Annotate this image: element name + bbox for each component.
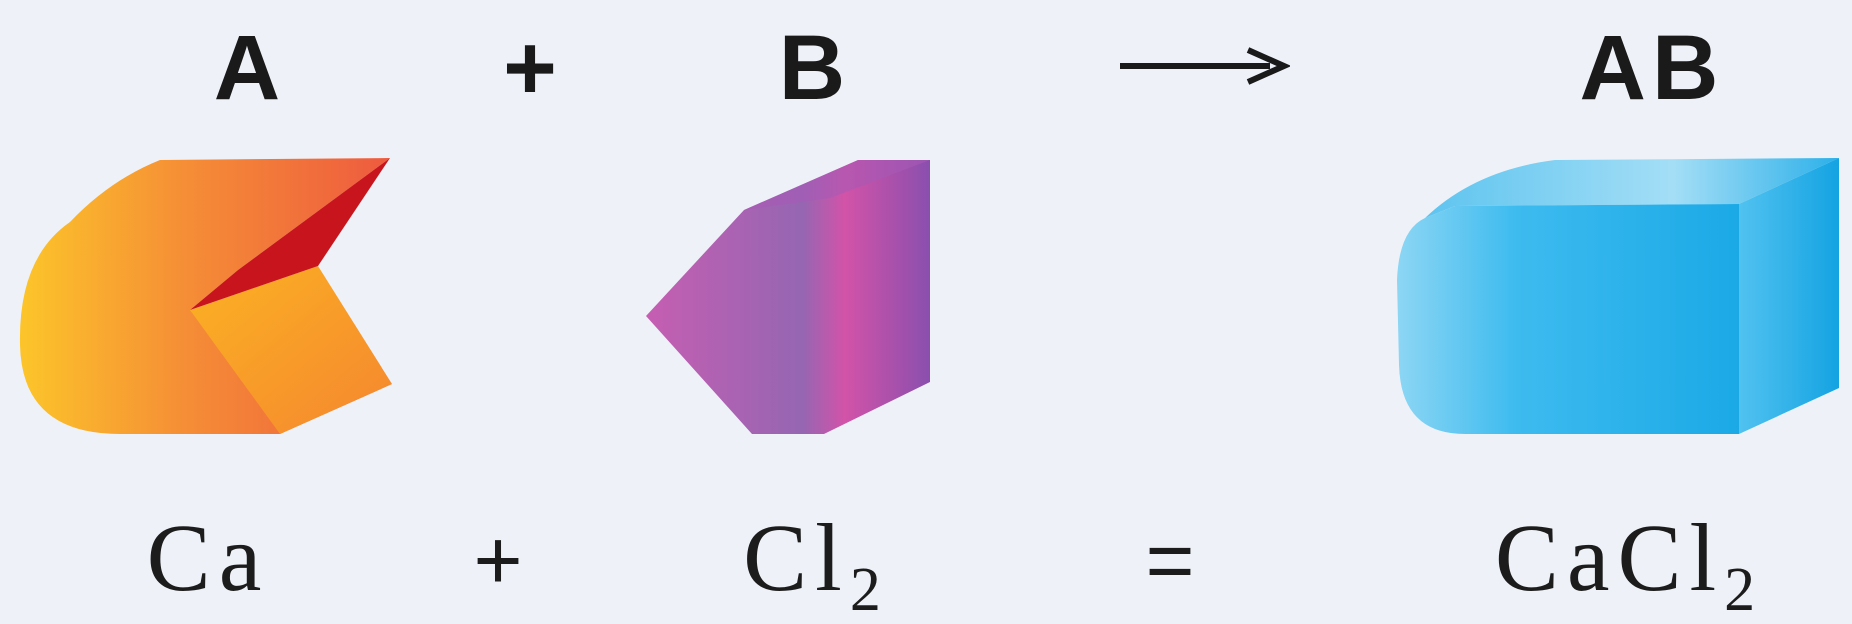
- product-calcium-chloride: CaCl2: [1494, 504, 1756, 624]
- label-ab: AB: [1579, 17, 1725, 119]
- equals-sign: =: [1145, 513, 1195, 607]
- reactant-calcium: Ca: [146, 504, 270, 611]
- reactant-chlorine: Cl2: [743, 504, 881, 624]
- plus-sign-bottom: +: [473, 513, 523, 607]
- label-a: A: [213, 17, 281, 119]
- shape-a-icon: [19, 158, 392, 434]
- shape-ab-icon: [1397, 158, 1839, 434]
- plus-sign-top: +: [503, 17, 557, 119]
- label-b: B: [778, 17, 846, 119]
- shape-b-icon: [646, 160, 930, 434]
- right-arrow-icon: [1120, 47, 1290, 85]
